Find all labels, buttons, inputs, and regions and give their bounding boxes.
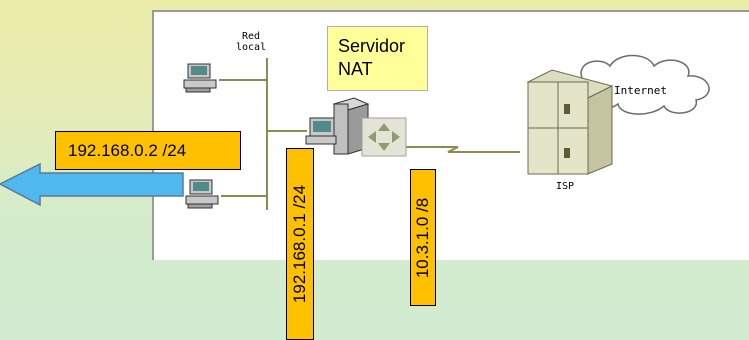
- red-local-line1: Red: [242, 31, 261, 42]
- wan-ip-label: 10.3.1.0 /8: [410, 169, 436, 306]
- isp-label: ISP: [556, 181, 575, 192]
- servidor-nat-label: Servidor NAT: [327, 26, 428, 91]
- router-icon: [361, 117, 407, 157]
- lan-ip-label: 192.168.0.1 /24: [286, 148, 314, 340]
- arrow-left-icon: [0, 162, 184, 207]
- wan-link: [405, 146, 520, 153]
- pc-icon: [183, 63, 217, 93]
- lan-ip-text: 192.168.0.1 /24: [290, 184, 309, 304]
- wan-ip-text: 10.3.1.0 /8: [413, 197, 432, 278]
- red-local-line2: local: [236, 42, 267, 53]
- internet-label: Internet: [614, 84, 667, 97]
- red-local-label: Red local: [236, 31, 266, 53]
- nat-server-icon: [305, 97, 370, 155]
- pc-icon: [185, 179, 219, 209]
- servidor-line1: Servidor: [338, 36, 406, 56]
- host-ip-label: 192.168.0.2 /24: [55, 131, 241, 170]
- servidor-line2: NAT: [338, 59, 373, 79]
- diagram-panel: [152, 10, 749, 260]
- isp-server-icon: [526, 69, 614, 175]
